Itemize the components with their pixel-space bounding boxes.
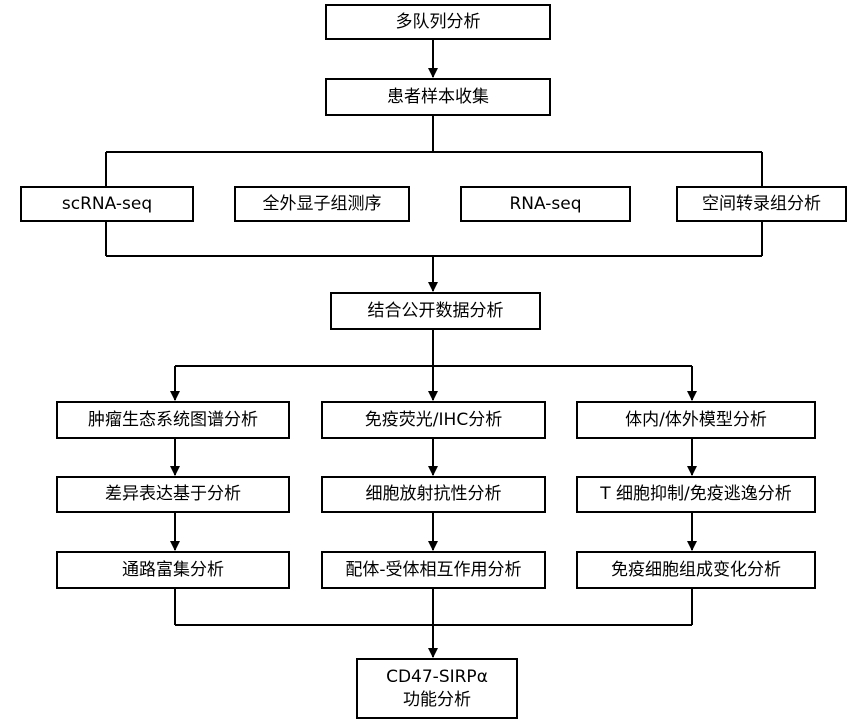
box-scrna-seq: scRNA-seq bbox=[20, 186, 194, 222]
box-final: CD47-SIRPα 功能分析 bbox=[356, 658, 518, 719]
box-wes: 全外显子组测序 bbox=[234, 186, 410, 222]
box-mid-3: 配体-受体相互作用分析 bbox=[321, 551, 546, 589]
box-mid-2: 细胞放射抗性分析 bbox=[321, 476, 546, 513]
box-left-1: 肿瘤生态系统图谱分析 bbox=[56, 401, 290, 439]
final-line-1: CD47-SIRPα bbox=[386, 667, 488, 688]
box-multi-cohort: 多队列分析 bbox=[325, 4, 551, 40]
box-left-2: 差异表达基于分析 bbox=[56, 476, 290, 513]
box-mid-1: 免疫荧光/IHC分析 bbox=[321, 401, 546, 439]
box-right-1: 体内/体外模型分析 bbox=[576, 401, 816, 439]
box-rna-seq: RNA-seq bbox=[460, 186, 631, 222]
box-public-data: 结合公开数据分析 bbox=[330, 292, 541, 330]
box-spatial: 空间转录组分析 bbox=[676, 186, 847, 222]
final-line-2: 功能分析 bbox=[403, 689, 471, 710]
box-right-2: T 细胞抑制/免疫逃逸分析 bbox=[576, 476, 816, 513]
box-right-3: 免疫细胞组成变化分析 bbox=[576, 551, 816, 589]
box-sample-collection: 患者样本收集 bbox=[325, 78, 551, 116]
box-left-3: 通路富集分析 bbox=[56, 551, 290, 589]
